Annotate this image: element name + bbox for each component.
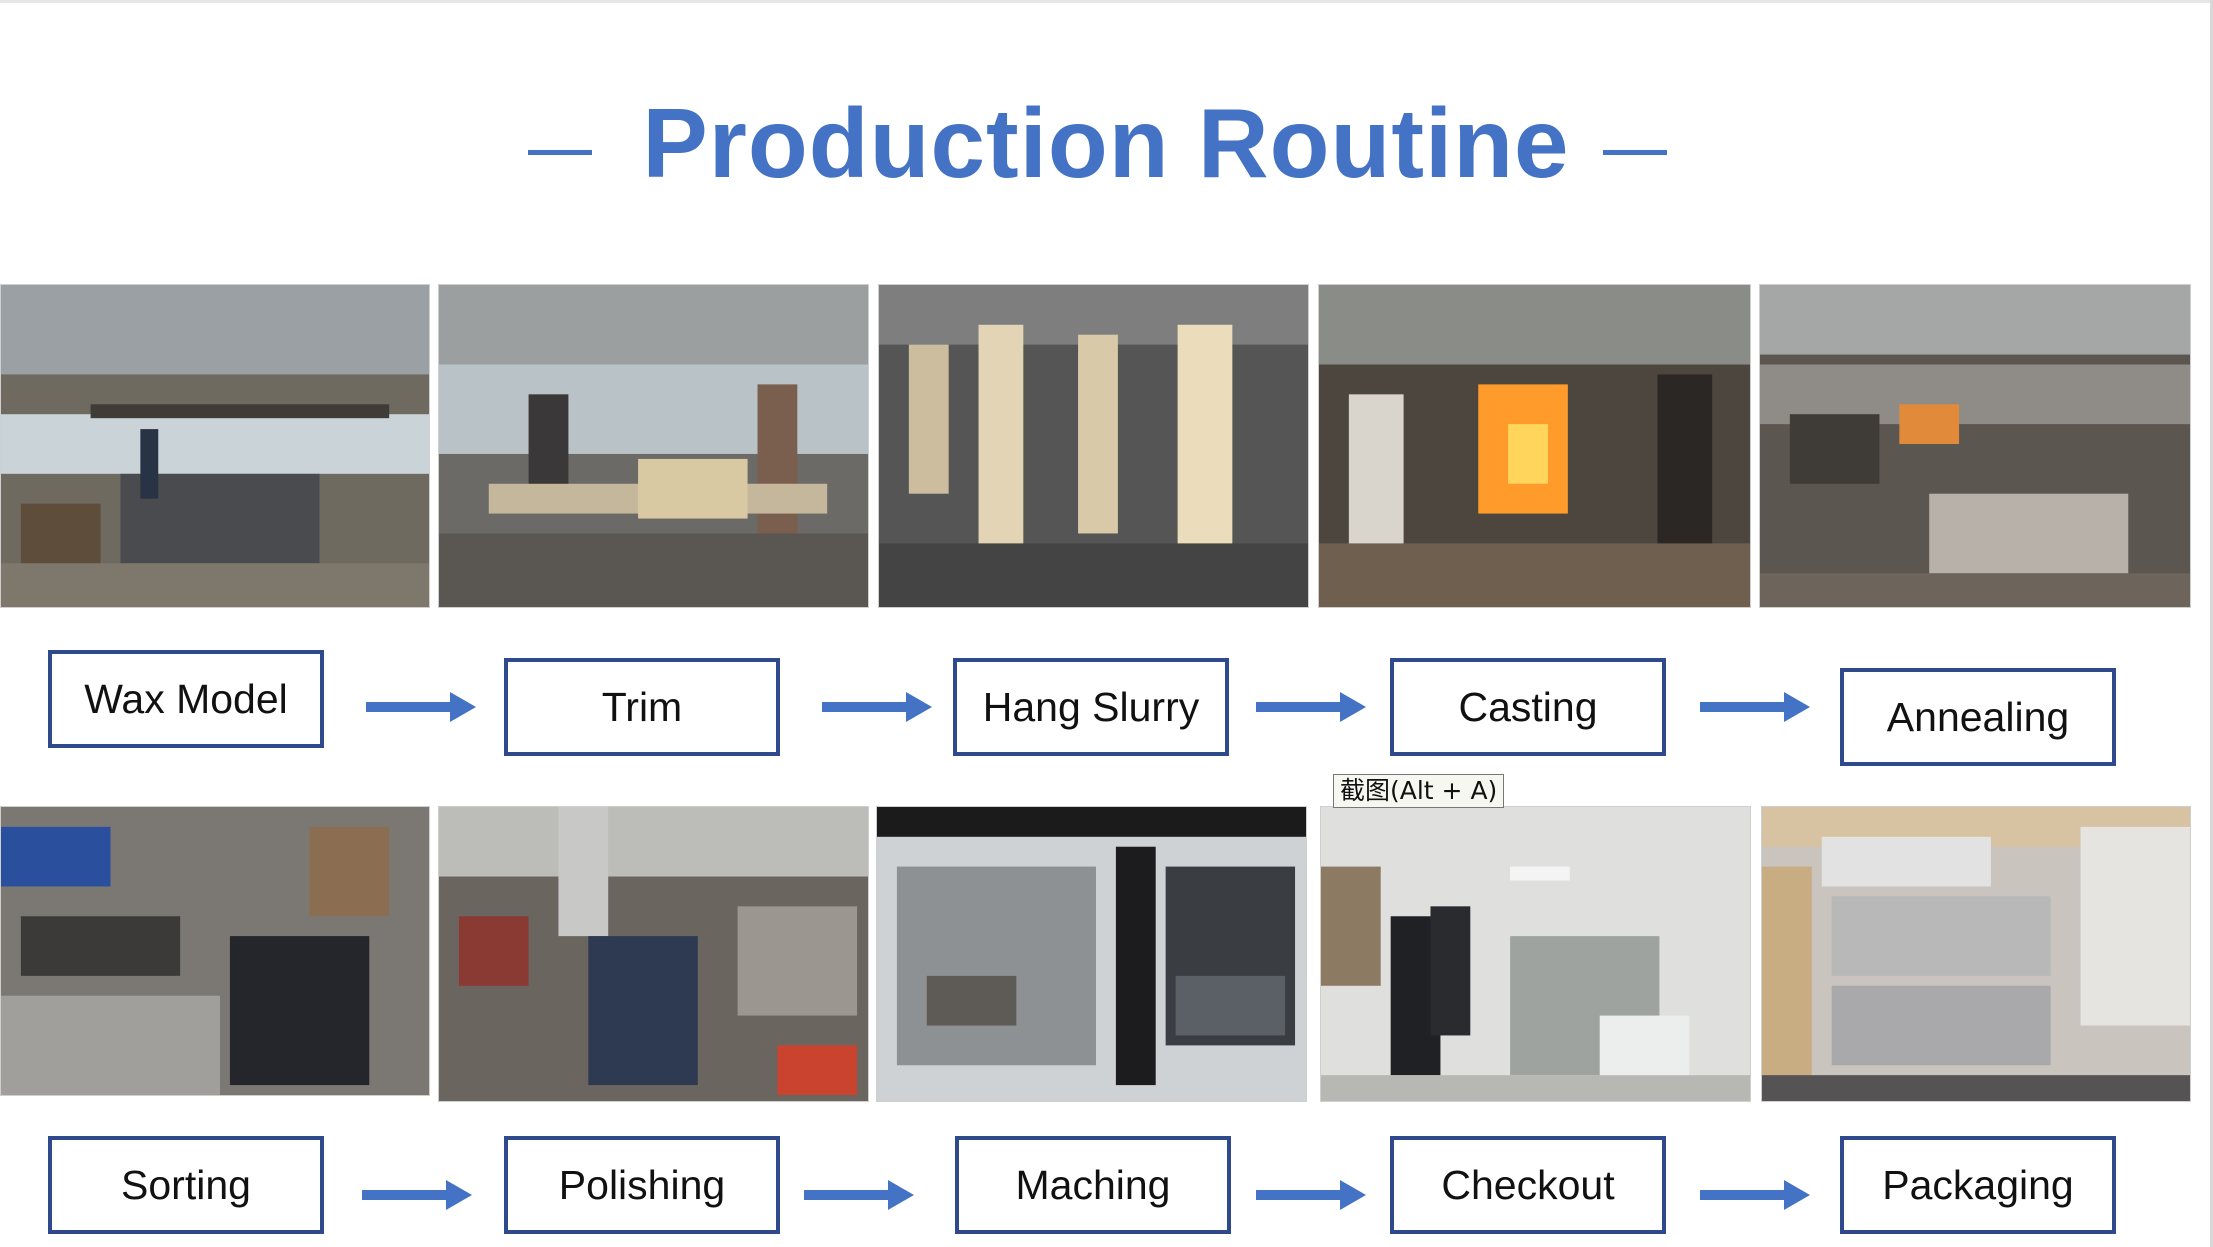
step-label-sorting: Sorting (48, 1136, 324, 1234)
step-label-casting: Casting (1390, 658, 1666, 756)
step-label-checkout: Checkout (1390, 1136, 1666, 1234)
step-label-annealing: Annealing (1840, 668, 2116, 766)
sorting-photo (0, 806, 430, 1096)
title-block: Production Routine (0, 78, 2213, 208)
title-dash-left (528, 150, 592, 155)
arrow-right-icon (366, 692, 476, 722)
screenshot-tooltip: 截图(Alt + A) (1333, 774, 1505, 808)
page-title: Production Routine (642, 88, 1570, 198)
checkout-photo (1320, 806, 1751, 1102)
trim-photo (438, 284, 869, 608)
arrow-right-icon (1256, 1180, 1366, 1210)
annealing-photo (1759, 284, 2191, 608)
packaging-photo (1761, 806, 2191, 1102)
arrow-right-icon (1256, 692, 1366, 722)
arrow-right-icon (822, 692, 932, 722)
arrow-right-icon (1700, 692, 1810, 722)
top-border-line (0, 0, 2213, 3)
arrow-right-icon (804, 1180, 914, 1210)
step-label-packaging: Packaging (1840, 1136, 2116, 1234)
arrow-right-icon (1700, 1180, 1810, 1210)
polishing-photo (438, 806, 869, 1102)
right-border-line (2210, 0, 2213, 1247)
maching-photo (876, 806, 1307, 1102)
step-label-wax-model: Wax Model (48, 650, 324, 748)
wax-model-photo (0, 284, 430, 608)
arrow-right-icon (362, 1180, 472, 1210)
hang-slurry-photo (878, 284, 1309, 608)
step-label-hang-slurry: Hang Slurry (953, 658, 1229, 756)
step-label-maching: Maching (955, 1136, 1231, 1234)
step-label-trim: Trim (504, 658, 780, 756)
casting-photo (1318, 284, 1751, 608)
title-dash-right (1603, 150, 1667, 155)
step-label-polishing: Polishing (504, 1136, 780, 1234)
